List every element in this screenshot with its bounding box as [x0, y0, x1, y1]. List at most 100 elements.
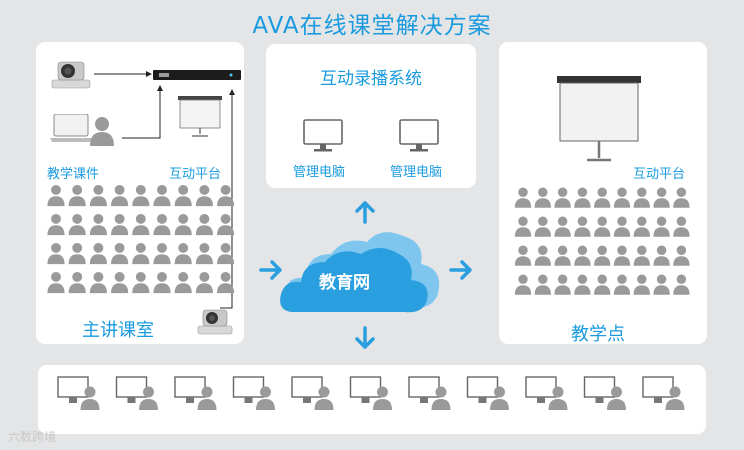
person-icon	[217, 214, 234, 235]
main-classroom-label: 主讲课室	[82, 316, 154, 342]
arrow-right-icon	[451, 262, 470, 278]
person-icon	[153, 272, 170, 293]
workstation-icon	[643, 377, 673, 403]
person-icon	[535, 246, 551, 266]
camera-icon	[196, 306, 236, 336]
person-icon	[111, 272, 128, 293]
person-icon	[175, 243, 192, 264]
person-icon	[111, 243, 128, 264]
person-icon	[47, 272, 64, 293]
person-icon	[574, 275, 590, 295]
workstation-icon	[468, 377, 498, 403]
recording-system-title: 互动录播系统	[266, 64, 476, 89]
workstation-icon	[234, 377, 264, 403]
arrow-down-icon	[357, 328, 373, 347]
person-icon	[594, 188, 610, 208]
person-icon	[196, 214, 213, 235]
workstation-icon	[117, 377, 147, 403]
main-classroom-panel: 教学课件 互动平台 主讲课室	[36, 42, 244, 344]
person-icon	[217, 185, 234, 206]
teaching-point-label: 教学点	[571, 320, 625, 346]
person-icon	[673, 217, 689, 237]
person-icon	[594, 217, 610, 237]
person-icon	[634, 188, 650, 208]
person-icon	[111, 214, 128, 235]
remote-users-panel	[38, 365, 706, 434]
person-icon	[653, 246, 669, 266]
person-icon	[594, 246, 610, 266]
recording-system-panel: 互动录播系统 管理电脑 管理电脑	[266, 44, 476, 188]
diagram-title: AVA在线课堂解决方案	[0, 6, 744, 40]
person-icon	[634, 275, 650, 295]
person-icon	[132, 272, 149, 293]
person-icon	[515, 246, 531, 266]
workstation-icon	[409, 377, 439, 403]
person-icon	[515, 217, 531, 237]
person-icon	[574, 188, 590, 208]
person-icon	[614, 188, 630, 208]
projector-screen-icon	[176, 94, 226, 138]
network-label: 教育网	[319, 268, 370, 293]
workstation-icon	[526, 377, 556, 403]
person-icon	[175, 185, 192, 206]
person-icon	[132, 185, 149, 206]
person-icon	[111, 185, 128, 206]
person-icon	[614, 217, 630, 237]
person-icon	[153, 243, 170, 264]
person-icon	[132, 214, 149, 235]
person-icon	[673, 275, 689, 295]
person-icon	[653, 275, 669, 295]
projector-screen-icon	[555, 74, 645, 166]
person-icon	[673, 246, 689, 266]
teaching-point-panel: 互动平台 教学点	[499, 42, 707, 344]
person-icon	[614, 275, 630, 295]
management-pc-label-2: 管理电脑	[390, 161, 442, 180]
remote-user-row	[38, 365, 706, 434]
arrow-up-icon	[357, 203, 373, 222]
person-icon	[196, 243, 213, 264]
person-icon	[634, 217, 650, 237]
workstation-icon	[585, 377, 615, 403]
person-icon	[69, 214, 86, 235]
person-icon	[90, 214, 107, 235]
person-icon	[132, 243, 149, 264]
person-icon	[515, 188, 531, 208]
person-icon	[673, 188, 689, 208]
person-icon	[69, 185, 86, 206]
person-icon	[634, 246, 650, 266]
person-icon	[653, 217, 669, 237]
teacher-laptop-icon	[50, 114, 120, 148]
person-icon	[535, 275, 551, 295]
interactive-platform-label: 互动平台	[169, 163, 221, 182]
person-icon	[153, 185, 170, 206]
person-icon	[47, 185, 64, 206]
workstation-icon	[292, 377, 322, 403]
arrow-right-icon	[261, 262, 280, 278]
person-icon	[90, 243, 107, 264]
person-icon	[535, 217, 551, 237]
workstation-icon	[58, 377, 88, 403]
person-icon	[175, 214, 192, 235]
person-icon	[554, 246, 570, 266]
person-icon	[554, 275, 570, 295]
monitor-icon	[398, 118, 442, 154]
person-icon	[196, 185, 213, 206]
person-icon	[535, 188, 551, 208]
workstation-icon	[351, 377, 381, 403]
person-icon	[653, 188, 669, 208]
management-pc-label-1: 管理电脑	[293, 161, 345, 180]
monitor-icon	[302, 118, 346, 154]
person-icon	[175, 272, 192, 293]
person-icon	[554, 188, 570, 208]
person-icon	[153, 214, 170, 235]
person-icon	[47, 243, 64, 264]
watermark: 六数跨境	[8, 428, 56, 445]
person-icon	[217, 272, 234, 293]
person-icon	[554, 217, 570, 237]
workstation-icon	[175, 377, 205, 403]
interactive-platform-label: 互动平台	[633, 163, 685, 182]
person-icon	[196, 272, 213, 293]
person-icon	[574, 217, 590, 237]
person-icon	[90, 272, 107, 293]
person-icon	[47, 214, 64, 235]
